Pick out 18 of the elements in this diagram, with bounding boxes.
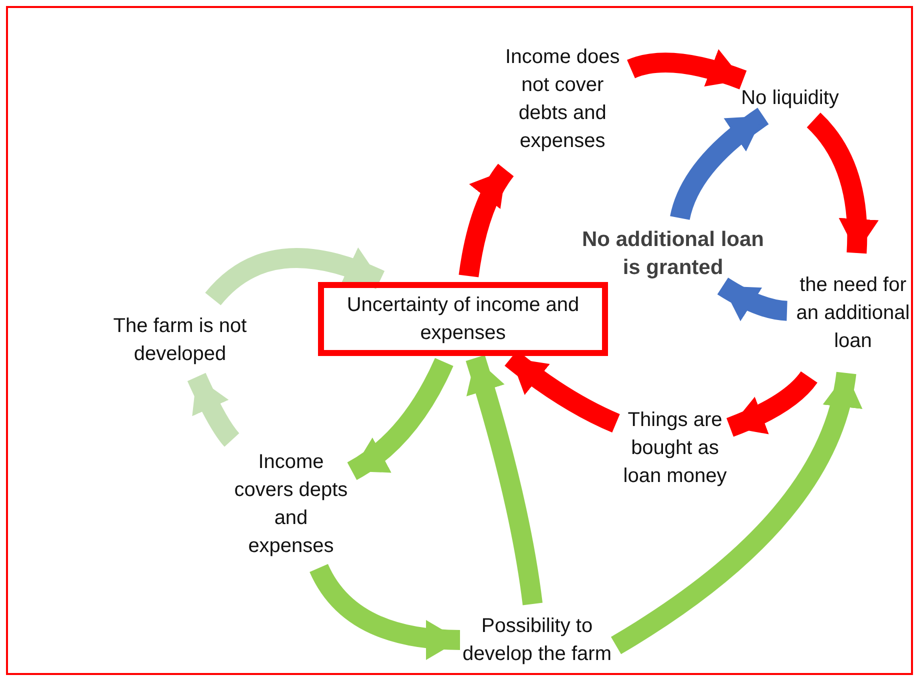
block-arrow [187, 372, 240, 447]
node-label: Things are bought as loan money [622, 408, 728, 489]
node-label: Uncertainty of income and expenses [346, 293, 580, 346]
block-arrow [466, 355, 543, 606]
block-arrow [726, 370, 818, 437]
node-label: Possibility to develop the farm [462, 614, 612, 667]
block-arrow [670, 108, 769, 220]
node-label: Income covers depts and expenses [233, 450, 349, 559]
block-arrow [806, 112, 878, 254]
process-box [318, 282, 608, 356]
node-label: Income does not cover debts and expenses [504, 45, 621, 154]
node-label: No liquidity [741, 86, 839, 111]
node-label: The farm is not developed [112, 314, 248, 367]
node-label: the need for an additional loan [795, 273, 911, 354]
block-arrow [458, 164, 514, 278]
block-arrow [610, 371, 860, 654]
node-label: No additional loan is granted [582, 227, 764, 281]
block-arrow [717, 278, 788, 321]
